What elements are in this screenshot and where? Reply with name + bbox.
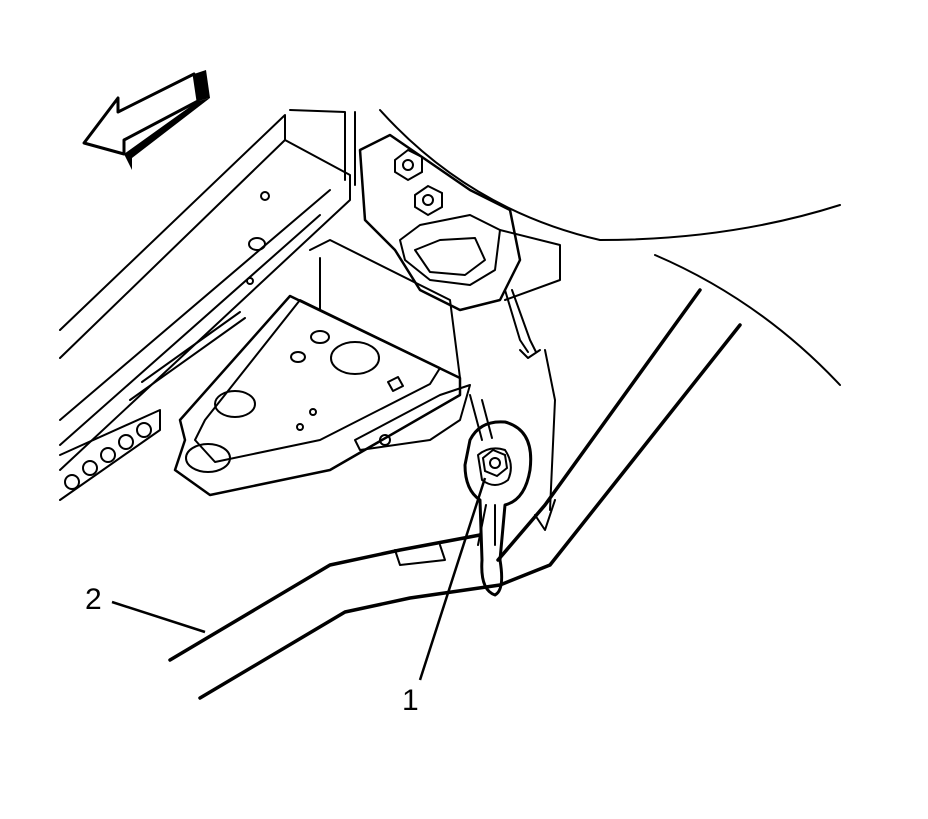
callout-label-1: 1 <box>402 684 419 717</box>
callout-leader-1 <box>418 477 487 681</box>
callout-label-2: 2 <box>85 583 102 616</box>
callout-leader-2 <box>111 600 206 634</box>
front-direction-arrow-icon <box>82 70 210 170</box>
frame-rail <box>59 109 356 471</box>
rocker-panel-slots <box>59 409 161 501</box>
transmission-mount <box>358 109 841 511</box>
exhaust-hanger-insulator <box>463 394 533 597</box>
exhaust-pipe <box>168 288 742 700</box>
crossmember-bracket <box>173 239 471 497</box>
